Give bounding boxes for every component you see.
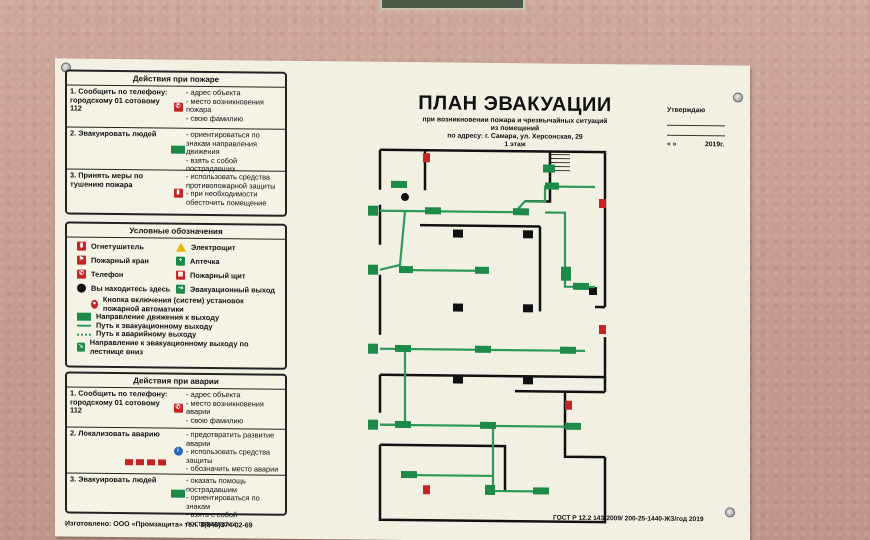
row-actions: - адрес объекта - место возникновения ав…	[186, 389, 264, 425]
plan-title: ПЛАН ЭВАКУАЦИИ	[418, 92, 612, 117]
evacuation-plan-board: Действия при пожаре 1. Сообщить по телеф…	[55, 58, 750, 540]
row-step: 3. Принять меры по тушению пожара	[70, 170, 144, 189]
row-actions: - адрес объекта - место возникновения по…	[186, 87, 264, 123]
first-aid-icon: +	[176, 256, 185, 266]
accident-row: 3. Эвакуировать людей - оказать помощь п…	[67, 473, 285, 528]
approval-date-year: 2019г.	[705, 141, 725, 149]
hazard-tape	[125, 459, 167, 466]
fire-row: 2. Эвакуировать людей - ориентироваться …	[67, 127, 285, 174]
approved-label: Утверждаю	[667, 106, 706, 115]
manufacturer-label: Изготовлено: ООО «Промзащита» тел. 8(846…	[65, 520, 253, 530]
top-frame	[380, 0, 525, 10]
direction-sign-icon	[77, 313, 91, 322]
floor-plan	[368, 148, 607, 524]
legend-item: +Аптечка	[176, 256, 275, 267]
alarm-button-icon: ●	[91, 299, 98, 309]
legend-item: ▦Пожарный щит	[176, 270, 246, 281]
approval-date-day: « »	[667, 140, 677, 148]
phone-icon: ✆	[77, 269, 86, 279]
stairs-down-icon: ↘	[77, 342, 85, 352]
row-actions: - ориентироваться по знакам направления …	[186, 129, 260, 174]
fire-actions-panel: Действия при пожаре 1. Сообщить по телеф…	[65, 69, 287, 217]
legend-panel: Условные обозначения ▮Огнетушитель Элект…	[65, 221, 287, 370]
exit-icon: ⇥	[176, 284, 185, 294]
info-icon: i	[173, 446, 183, 456]
row-actions: - оказать помощь пострадавшим - ориентир…	[186, 475, 260, 528]
row-step: 2. Эвакуировать людей	[70, 128, 157, 139]
emergency-path-icon	[77, 333, 91, 336]
row-step: 1. Сообщить по телефону: городскому 01 с…	[70, 388, 168, 415]
row-step: 1. Сообщить по телефону: городскому 01 с…	[70, 86, 168, 113]
fire-shield-icon: ▦	[176, 270, 185, 280]
extinguisher-icon: ▮	[77, 241, 86, 251]
legend-item: ⚑Пожарный кран	[77, 255, 149, 266]
row-step: 3. Эвакуировать людей	[70, 474, 157, 485]
accident-row: 2. Локализовать аварию i - предотвратить…	[67, 427, 285, 476]
electric-panel-icon	[176, 242, 186, 252]
approval-line	[667, 124, 725, 127]
approval-line	[667, 134, 725, 137]
screw-icon	[733, 92, 743, 103]
legend-item: ⇥Эвакуационный выход	[176, 284, 275, 295]
legend-item: ▮Огнетушитель	[77, 241, 176, 252]
row-actions: - использовать средства противопожарной …	[186, 171, 276, 208]
exit-sign-icon	[171, 145, 185, 154]
phone-icon: ✆	[173, 102, 183, 112]
legend-item: ↘Направление к эвакуационному выходу по …	[77, 337, 249, 356]
row-actions: - предотвратить развитие аварии - исполь…	[186, 429, 279, 474]
accident-actions-panel: Действия при аварии 1. Сообщить по телеф…	[65, 371, 287, 528]
fire-hydrant-icon: ⚑	[77, 255, 86, 265]
phone-icon: ✆	[173, 403, 183, 413]
exit-sign-icon	[171, 489, 185, 498]
legend-item: Электрощит	[176, 242, 275, 253]
you-are-here-icon	[77, 283, 86, 293]
extinguisher-icon: ▮	[173, 188, 183, 198]
fire-row: 3. Принять меры по тушению пожара ▮ - ис…	[67, 169, 285, 215]
evac-path-icon	[77, 324, 91, 327]
fire-row: 1. Сообщить по телефону: городскому 01 с…	[67, 85, 285, 130]
legend-item: Вы находитесь здесь	[77, 283, 176, 294]
legend-item: ✆Телефон	[77, 269, 124, 280]
accident-row: 1. Сообщить по телефону: городскому 01 с…	[67, 387, 285, 430]
